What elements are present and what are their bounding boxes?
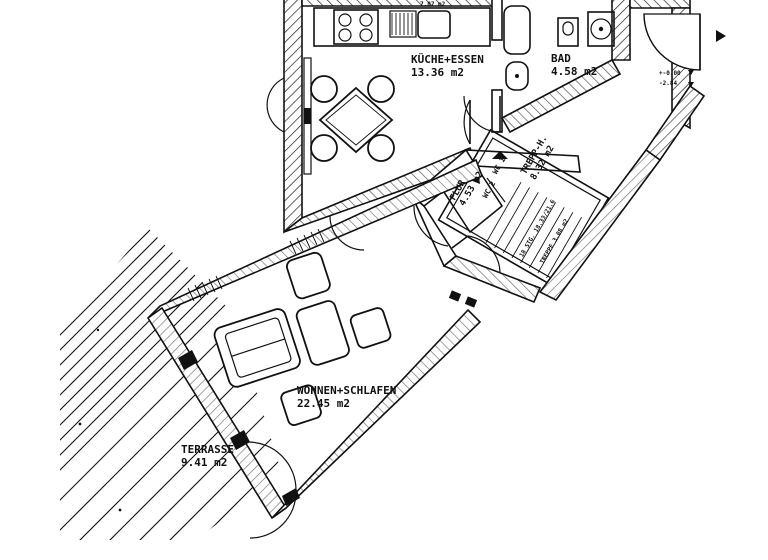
room-name: TERRASSE [181,443,234,456]
armchair-icon [295,300,350,366]
kitchen-left-inner-strip [303,57,312,175]
upper-outer-wall [283,0,691,234]
terrace-door-swing [247,441,297,539]
room-label-kueche-essen: KÜCHE+ESSEN 13.36 m2 [411,52,484,79]
annotation-text: WC 2 [481,180,498,200]
room-name: KÜCHE+ESSEN [411,52,484,66]
room-label-bad: BAD 4.58 m2 [551,52,597,78]
coffee-table-icon [349,307,392,349]
bathtub-icon [503,5,531,55]
room-area: 22.45 m2 [297,397,350,410]
washbasin-icon [505,61,529,91]
room-label-wohnen-schlafen: WOHNEN+SCHLAFEN 22.45 m2 [297,384,396,410]
sink-icon [417,10,451,39]
washing-machine-icon [587,11,615,47]
chair-icon [310,134,338,162]
elevation-text: -2.84 [659,80,677,87]
door-openings [448,290,478,308]
living-entry-door-swing [329,215,365,251]
elevation-marker-bottom: -2.84 [659,80,677,87]
kitchen-door-swing [463,99,471,145]
direction-arrow-icon [716,30,726,42]
chair-icon [367,134,395,162]
flur-door-swings [413,205,501,273]
stair-treads [485,182,582,279]
annotation-top-cut: 7.07 m2 [420,1,446,8]
toilet-icon [557,17,579,47]
living-windows [187,228,325,302]
room-area: 4.58 m2 [551,65,597,78]
entry-door-swing [643,13,701,71]
chair-icon [367,75,395,103]
side-table-icon [286,251,331,300]
stove-4-burner-icon [333,9,379,45]
room-name: BAD [551,52,571,65]
annotation-wc2: WC 2 [481,180,498,200]
plan-dot [118,508,122,512]
elevation-arrow-icon [688,70,694,75]
kitchen-left-door-swing [266,77,285,133]
right-outer-wall-diagonal [538,148,662,302]
room-name: WOHNEN+SCHLAFEN [297,384,396,397]
elevation-text: +-0.00 [659,70,681,77]
stool-icon [280,384,322,426]
kitchen-lower-wall [283,146,478,233]
chair-icon [310,75,338,103]
bathroom-fixtures [503,5,615,91]
elevation-arrow-icon [688,82,694,87]
annotation-text: 7.07 m2 [420,1,446,8]
elevation-marker-top: +-0.00 [659,70,681,77]
bath-lower-wall [500,58,622,134]
direction-arrow-icon [492,151,508,159]
room-area: 13.36 m2 [411,66,464,79]
kitchen-counter [313,7,491,47]
dish-drainer-icon [389,10,417,38]
room-label-terrasse: TERRASSE 9.41 m2 [181,443,234,469]
room-area: 9.41 m2 [181,456,227,469]
plan-dot [96,328,100,332]
dining-set [310,75,395,162]
plan-dot [78,422,82,426]
living-furniture [213,251,392,426]
sofa-icon [213,308,301,388]
